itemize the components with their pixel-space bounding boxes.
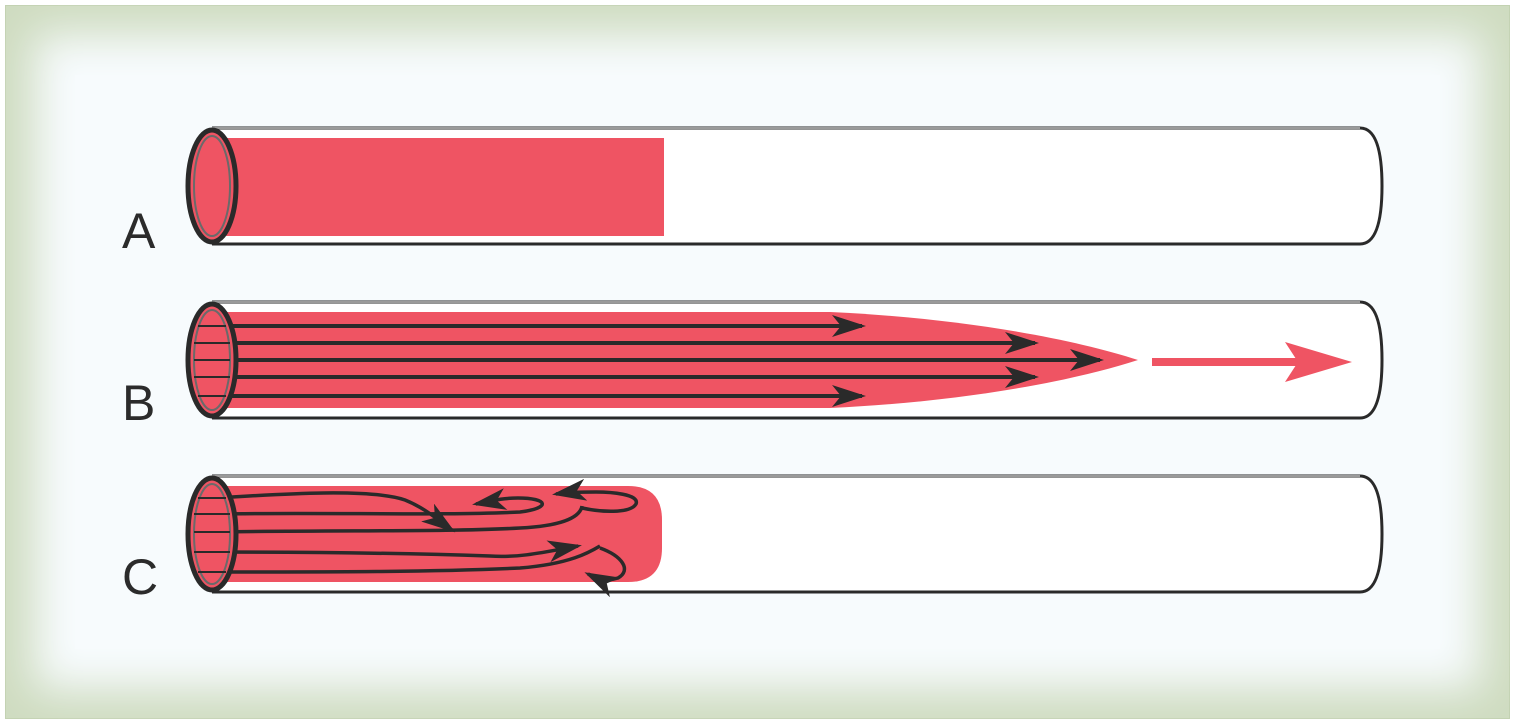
tube-c-turbulent-blood-column: [212, 486, 662, 582]
tube-c-opening: [188, 478, 236, 590]
panel-label-b: B: [122, 375, 155, 431]
tube-c: [188, 476, 1382, 592]
panel-label-a: A: [122, 203, 156, 259]
tube-a-blood-column: [212, 138, 664, 236]
tube-a: [188, 128, 1382, 244]
tube-b: [188, 302, 1382, 418]
tube-a-opening: [188, 130, 236, 242]
panel-label-c: C: [122, 549, 158, 605]
